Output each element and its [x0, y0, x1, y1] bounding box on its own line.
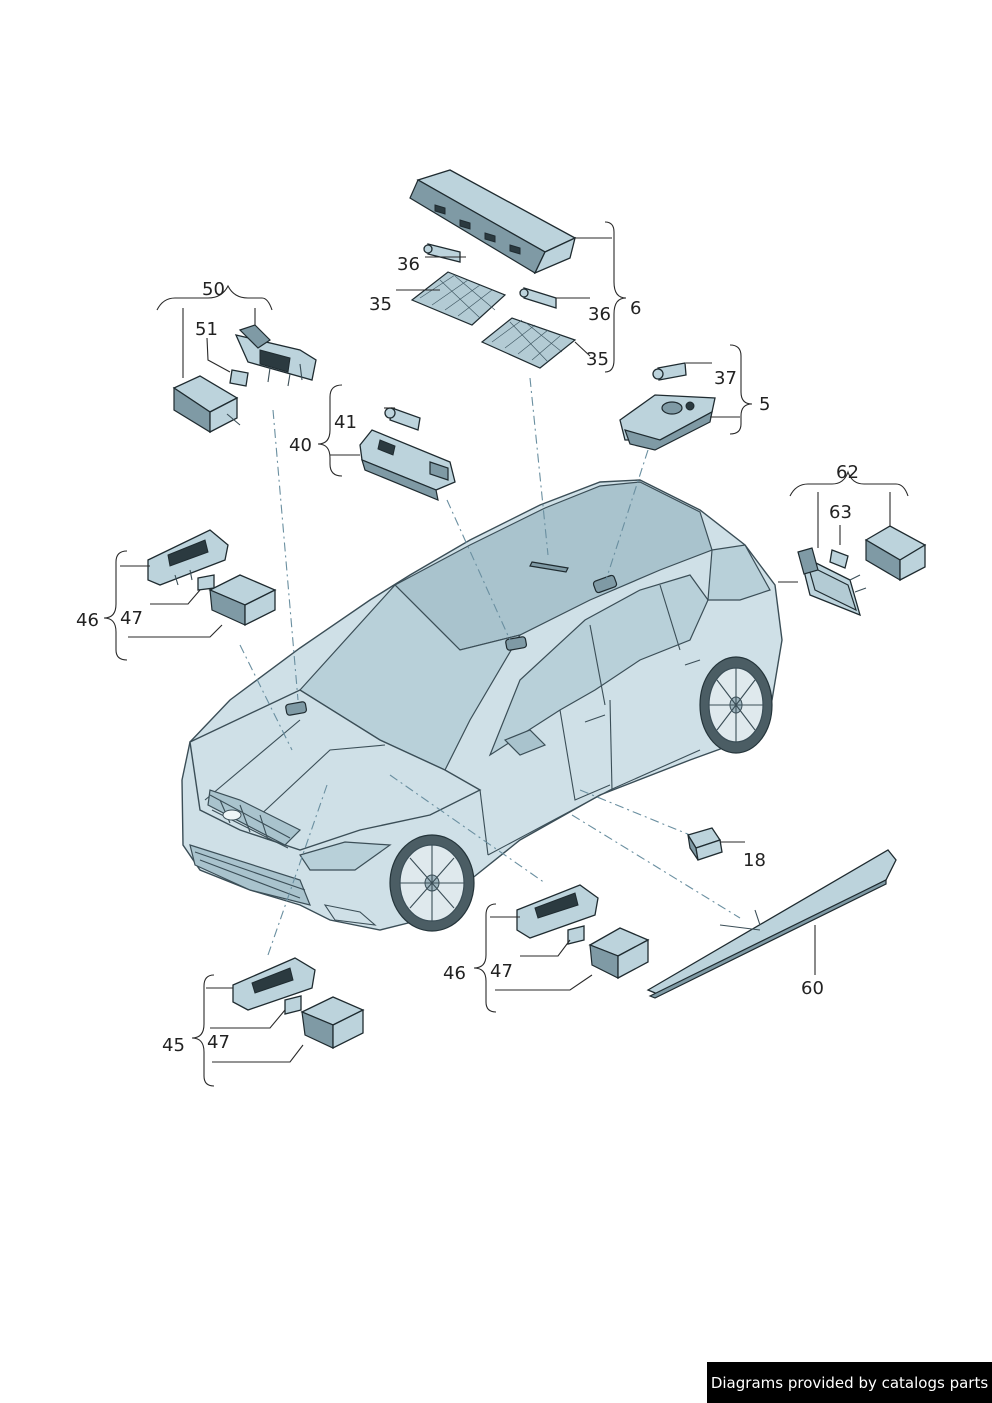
- part-5-rear-interior-light: [619, 394, 716, 451]
- callout-41: 41: [334, 412, 357, 433]
- callout-51: 51: [195, 319, 218, 340]
- callout-45: 45: [162, 1035, 185, 1056]
- callout-46-left: 46: [76, 610, 99, 631]
- car-illustration: [181, 479, 783, 932]
- part-47-bulb-bottom: [284, 995, 302, 1015]
- callout-37: 37: [714, 368, 737, 389]
- callout-62: 62: [836, 462, 859, 483]
- callout-36-upper: 36: [397, 254, 420, 275]
- callout-40: 40: [289, 435, 312, 456]
- part-50-connector-box: [172, 375, 241, 434]
- part-51-bulb: [229, 369, 249, 387]
- callout-50: 50: [202, 279, 225, 300]
- part-36-bulb-upper: [423, 243, 461, 263]
- part-37-bulb: [652, 362, 687, 381]
- callout-35-upper: 35: [369, 294, 392, 315]
- callout-36-lower: 36: [588, 304, 611, 325]
- callout-47-bottom: 47: [207, 1032, 230, 1053]
- part-47-connector-right: [588, 927, 650, 980]
- part-45-lamp: [232, 957, 316, 1011]
- braces: [103, 221, 909, 1087]
- callout-labels: 6 36 36 35 35 50 51 41 40 37 5 62 63 46 …: [76, 254, 859, 1056]
- part-47-bulb-left: [197, 574, 215, 591]
- callout-47-right: 47: [490, 961, 513, 982]
- part-47-connector-left: [208, 574, 277, 627]
- part-46-lamp-right: [516, 884, 599, 939]
- callout-35-lower: 35: [586, 349, 609, 370]
- part-41-bulb: [384, 407, 421, 431]
- assembly-dash-lines: [239, 377, 741, 956]
- callout-5: 5: [759, 394, 770, 415]
- part-50-lamp-unit: [234, 324, 317, 387]
- part-46-lamp-left: [147, 529, 229, 586]
- leader-lines: [120, 237, 891, 1063]
- callout-60: 60: [801, 978, 824, 999]
- callout-6: 6: [630, 298, 641, 319]
- callout-46-right: 46: [443, 963, 466, 984]
- part-35-lens-lower: [480, 317, 577, 369]
- part-63-bulb: [829, 549, 849, 569]
- callout-18: 18: [743, 850, 766, 871]
- callout-47-left: 47: [120, 608, 143, 629]
- credit-banner: Diagrams provided by catalogs parts: [707, 1362, 992, 1403]
- part-47-bulb-right: [567, 925, 585, 945]
- part-62-connector-box: [864, 525, 927, 582]
- credit-text: Diagrams provided by catalogs parts: [710, 1373, 989, 1392]
- part-47-connector-bottom: [300, 996, 365, 1050]
- callout-63: 63: [829, 502, 852, 523]
- part-60-sill-strip: [646, 849, 897, 999]
- part-62-lamp: [797, 547, 867, 617]
- part-35-lens-upper: [410, 271, 507, 326]
- part-36-bulb-lower: [519, 287, 557, 309]
- part-40-lamp: [359, 429, 456, 501]
- part-18-switch: [686, 827, 723, 861]
